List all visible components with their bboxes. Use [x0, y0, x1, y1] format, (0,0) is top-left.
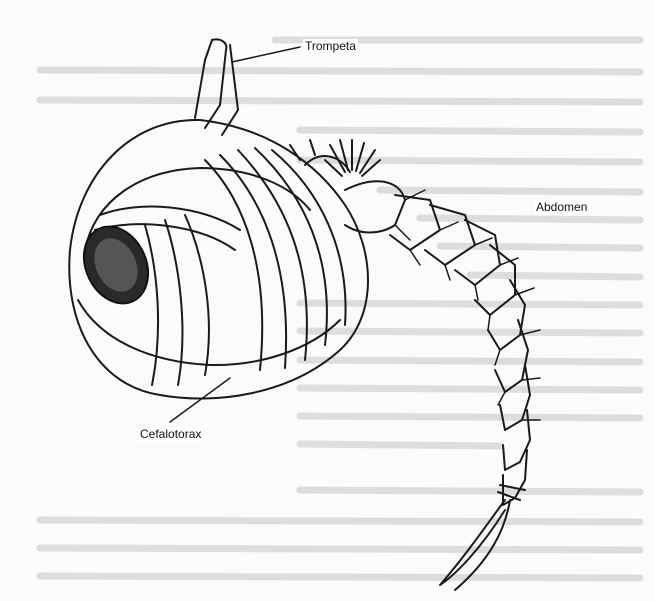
label-abdomen: Abdomen	[534, 200, 589, 215]
wing-stripe	[272, 150, 346, 325]
label-trompeta: Trompeta	[303, 39, 358, 54]
pupa-body	[69, 39, 540, 590]
wing-stripe	[255, 148, 327, 345]
trumpet	[205, 39, 238, 135]
label-cefalotorax: Cefalotorax	[138, 427, 203, 442]
wing-stripe	[220, 155, 286, 368]
abdomen-segments	[345, 181, 530, 505]
background-text-lines	[40, 40, 640, 578]
wing-stripe	[145, 225, 158, 385]
wing-stripe	[205, 160, 262, 370]
wing-stripe	[185, 215, 209, 375]
leader-trompeta	[232, 47, 300, 62]
